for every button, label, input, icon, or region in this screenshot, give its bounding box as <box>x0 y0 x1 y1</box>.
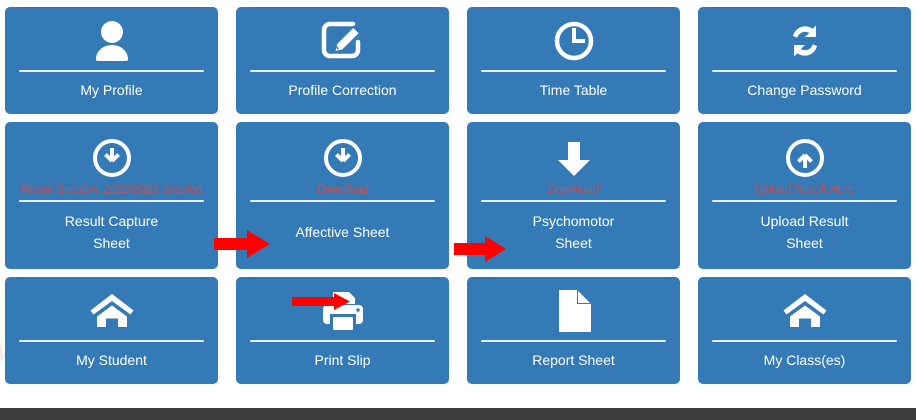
tile-label: Time Table <box>539 82 608 98</box>
tile-my-profile[interactable]: My Profile <box>5 7 218 114</box>
home-icon <box>712 285 897 337</box>
tile-my-student[interactable]: My Student <box>5 277 218 384</box>
tile-label: My Profile <box>80 82 143 98</box>
tile-divider <box>250 340 435 342</box>
tile-note: Upload Result Here <box>754 184 855 196</box>
tile-label: Print Slip <box>314 352 371 368</box>
upload-circle-icon <box>712 130 897 186</box>
refresh-cycle-icon <box>712 15 897 67</box>
download-circle-icon <box>250 130 435 186</box>
tile-affective-sheet[interactable]: Download Affective Sheet <box>236 122 449 269</box>
tile-psychomotor-sheet[interactable]: Download Psychomotor Sheet <box>467 122 680 269</box>
tile-label: Result Capture Sheet <box>64 212 159 251</box>
edit-square-icon <box>250 15 435 67</box>
clock-icon <box>481 15 666 67</box>
tile-divider <box>19 200 204 202</box>
tile-divider <box>481 200 666 202</box>
tile-divider <box>250 70 435 72</box>
dashboard-tile-grid: My Profile Profile Correction <box>5 7 911 384</box>
tile-note: Result Session: 2022/2023 Session <box>20 184 203 196</box>
tile-divider <box>19 70 204 72</box>
tile-my-classes[interactable]: My Class(es) <box>698 277 911 384</box>
home-icon <box>19 285 204 337</box>
tile-divider <box>712 340 897 342</box>
tile-label: My Class(es) <box>763 352 846 368</box>
tile-label: Report Sheet <box>532 352 615 368</box>
tile-note: Download <box>547 184 600 196</box>
tile-print-slip[interactable]: Print Slip <box>236 277 449 384</box>
tile-time-table[interactable]: Time Table <box>467 7 680 114</box>
page-footer-bar <box>0 408 916 420</box>
tile-profile-correction[interactable]: Profile Correction <box>236 7 449 114</box>
tile-result-capture-sheet[interactable]: Result Session: 2022/2023 Session Result… <box>5 122 218 269</box>
tile-report-sheet[interactable]: Report Sheet <box>467 277 680 384</box>
tile-upload-result-sheet[interactable]: Upload Result Here Upload Result Sheet <box>698 122 911 269</box>
tile-label: My Student <box>76 352 147 368</box>
tile-divider <box>712 70 897 72</box>
download-arrow-icon <box>481 130 666 186</box>
tile-divider <box>481 70 666 72</box>
tile-divider <box>250 200 435 202</box>
document-page-icon <box>481 285 666 337</box>
tile-label: Upload Result Sheet <box>760 212 849 251</box>
tile-divider <box>481 340 666 342</box>
printer-icon <box>250 285 435 337</box>
tile-label: Change Password <box>747 82 862 98</box>
tile-label: Affective Sheet <box>295 223 390 240</box>
user-icon <box>19 15 204 67</box>
tile-label: Profile Correction <box>288 82 397 98</box>
tile-note: Download <box>316 184 369 196</box>
download-circle-icon <box>19 130 204 186</box>
tile-divider <box>19 340 204 342</box>
tile-change-password[interactable]: Change Password <box>698 7 911 114</box>
tile-divider <box>712 200 897 202</box>
tile-label: Psychomotor Sheet <box>532 212 615 251</box>
